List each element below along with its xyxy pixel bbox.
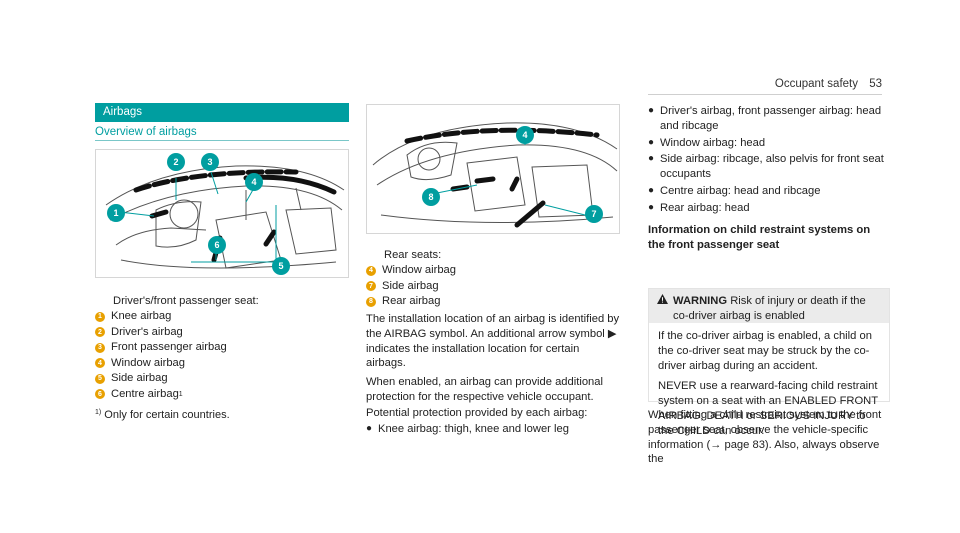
- number-badge: 4: [366, 265, 376, 276]
- fitting-paragraph: When fitting a child restraint system to…: [648, 409, 882, 466]
- bullet-item: ● Rear airbag: head: [648, 201, 888, 216]
- bullet-text: Centre airbag: head and ribcage: [660, 184, 821, 197]
- bullet-text: Driver's airbag, front passenger airbag:…: [660, 105, 882, 132]
- protection-paragraph: When enabled, an airbag can provide addi…: [366, 376, 603, 403]
- number-badge: 8: [366, 296, 376, 307]
- legend-item: 8 Rear airbag: [366, 294, 620, 310]
- car-interior-illustration-front: 1 2 3 4 5 6: [105, 153, 345, 275]
- legend-item: 7 Side airbag: [366, 279, 620, 295]
- number-badge: 1: [95, 311, 105, 322]
- bullet-text: Side airbag: ribcage, also pelvis for fr…: [660, 153, 884, 181]
- child-restraint-heading: Information on child restraint systems o…: [648, 224, 871, 251]
- bullet-text: Rear airbag: head: [660, 201, 750, 214]
- legend-heading: Driver's/front passenger seat:: [113, 295, 259, 307]
- protection-bullet-list: ● Driver's airbag, front passenger airbag…: [648, 104, 888, 217]
- number-badge: 3: [95, 342, 105, 353]
- footnote-mark: 1): [95, 409, 102, 416]
- callout-8: 8: [428, 192, 433, 202]
- warning-paragraph: NEVER use a rearward-facing child restra…: [658, 380, 878, 437]
- bullet-item: ● Centre airbag: head and ribcage: [648, 184, 888, 199]
- bullet-item: ● Side airbag: ribcage, also pelvis for f…: [648, 152, 888, 182]
- legend-item: 4 Window airbag: [95, 356, 349, 372]
- legend-label: Window airbag: [111, 356, 185, 369]
- legend-label: Knee airbag: [111, 310, 172, 323]
- bullet-dot: ●: [648, 105, 655, 116]
- legend-label: Side airbag: [111, 372, 168, 385]
- front-legend-list: 1 Knee airbag 2 Driver's airbag 3 Front pas…: [95, 309, 349, 402]
- number-badge: 6: [95, 389, 105, 400]
- bullet-dot: ●: [648, 136, 655, 148]
- front-seat-legend: Driver's/front passenger seat:: [113, 294, 353, 309]
- bullet-dot: ●: [648, 153, 655, 165]
- rear-legend-heading: Rear seats:: [384, 249, 442, 261]
- number-badge: 7: [366, 281, 376, 292]
- footnote-text: Only for certain countries.: [104, 409, 230, 421]
- number-badge: 2: [95, 327, 105, 338]
- warning-summary-block: WARNING Risk of injury or death if the c…: [673, 294, 881, 322]
- header-rule: [648, 94, 882, 95]
- figure-rear-airbags: 4 7 8: [366, 104, 620, 234]
- rear-legend-list: 4 Window airbag 7 Side airbag 8 Rear airbag: [366, 263, 620, 310]
- bullet-text: Knee airbag: thigh, knee and lower leg: [378, 423, 569, 435]
- figure-front-airbags: 1 2 3 4 5 6: [95, 149, 349, 278]
- warning-box: WARNING Risk of injury or death if the c…: [648, 288, 890, 437]
- warning-triangle-icon: [657, 294, 673, 318]
- callout-4: 4: [251, 177, 256, 187]
- bullet-dot: ●: [366, 423, 373, 434]
- bullet-item: ● Driver's airbag, front passenger airbag…: [648, 104, 888, 134]
- legend-item: 3 Front passenger airbag: [95, 340, 349, 356]
- callout-6: 6: [214, 240, 219, 250]
- legend-label: Window airbag: [382, 264, 456, 277]
- warning-paragraph: If the co-driver airbag is enabled, a ch…: [658, 330, 872, 372]
- potential-protection-intro: Potential protection provided by each ai…: [366, 407, 588, 419]
- running-title: Occupant safety: [774, 78, 858, 90]
- page-number: 53: [869, 78, 882, 90]
- bullet-dot: ●: [648, 201, 655, 213]
- number-badge: 4: [95, 358, 105, 369]
- callout-1: 1: [113, 208, 118, 218]
- footnote-reference: 1: [178, 390, 183, 398]
- legend-label: Driver's airbag: [111, 325, 183, 338]
- warning-body: If the co-driver airbag is enabled, a ch…: [649, 323, 889, 438]
- section-title-bar: Airbags: [95, 103, 349, 122]
- subheading: Overview of airbags: [95, 125, 349, 141]
- legend-item: 2 Driver's airbag: [95, 325, 349, 341]
- bullet-item: ● Window airbag: head: [648, 136, 888, 151]
- bullet-text: Window airbag: head: [660, 136, 766, 149]
- bullet-dot: ●: [648, 184, 655, 196]
- legend-item: 1 Knee airbag: [95, 309, 349, 325]
- bullet-item: ● Knee airbag: thigh, knee and lower leg: [366, 422, 620, 437]
- car-interior-illustration-rear: 4 7 8: [372, 122, 618, 228]
- callout-7: 7: [591, 209, 596, 219]
- callout-2: 2: [173, 157, 178, 167]
- legend-item: 5 Side airbag: [95, 371, 349, 387]
- footnote: 1) Only for certain countries.: [95, 408, 349, 423]
- number-badge: 5: [95, 373, 105, 384]
- warning-label: WARNING: [673, 295, 728, 307]
- legend-label: Rear airbag: [382, 295, 441, 308]
- callout-3: 3: [207, 157, 212, 167]
- callout-5: 5: [278, 261, 283, 271]
- legend-label: Front passenger airbag: [111, 341, 227, 354]
- airbag-symbol-paragraph: The installation location of an airbag i…: [366, 313, 620, 370]
- warning-header: WARNING Risk of injury or death if the c…: [649, 289, 889, 323]
- legend-label: Side airbag: [382, 279, 439, 292]
- legend-item: 4 Window airbag: [366, 263, 620, 279]
- warning-summary: Risk of injury or death if the co-driver…: [673, 295, 866, 322]
- callout-4: 4: [522, 130, 527, 140]
- legend-label: Centre airbag: [111, 387, 179, 400]
